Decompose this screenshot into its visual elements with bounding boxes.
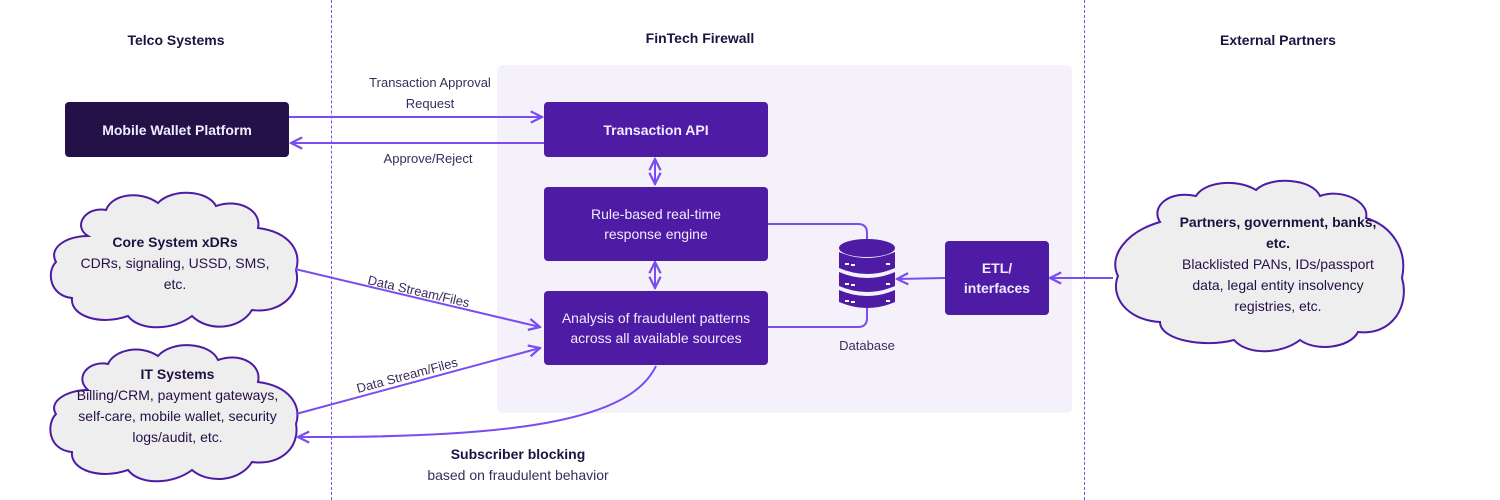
cloud-partners-title: Partners, government, banks, etc. xyxy=(1179,214,1377,251)
subscriber-blocking-body: based on fraudulent behavior xyxy=(427,467,609,483)
label-approve-reject: Approve/Reject xyxy=(383,151,473,166)
column-title-fintech: FinTech Firewall xyxy=(645,30,755,46)
label-data-stream-core: Data Stream/Files xyxy=(366,272,471,310)
label-approval-request-text: Transaction Approval Request xyxy=(369,75,491,111)
etl-interfaces-node[interactable]: ETL/ interfaces xyxy=(945,241,1049,315)
cloud-it-body: Billing/CRM, payment gateways, self-care… xyxy=(76,387,279,445)
edge-data-stream-it xyxy=(295,348,540,415)
column-title-telco: Telco Systems xyxy=(127,32,225,48)
label-data-stream-it: Data Stream/Files xyxy=(355,354,460,396)
cloud-core-system: Core System xDRs CDRs, signaling, USSD, … xyxy=(80,232,270,295)
mobile-wallet-platform-node[interactable]: Mobile Wallet Platform xyxy=(65,102,289,157)
edge-analysis-database xyxy=(768,306,868,328)
analysis-node[interactable]: Analysis of fraudulent patterns across a… xyxy=(544,291,768,365)
cloud-core-title: Core System xDRs xyxy=(112,234,238,250)
cloud-partners-shape xyxy=(1114,179,1405,353)
cloud-partners-body: Blacklisted PANs, IDs/passport data, leg… xyxy=(1182,256,1374,314)
edge-etl-database xyxy=(897,278,946,279)
cloud-it-shape xyxy=(49,344,299,483)
label-database: Database xyxy=(839,338,895,353)
cloud-core-body: CDRs, signaling, USSD, SMS, etc. xyxy=(80,255,270,292)
label-approval-request: Transaction Approval Request xyxy=(365,72,495,114)
edge-subscriber-blocking xyxy=(298,365,657,437)
label-subscriber-blocking: Subscriber blocking based on fraudulent … xyxy=(398,444,638,486)
edge-data-stream-core xyxy=(294,268,540,327)
divider-right xyxy=(1084,0,1085,500)
database-icon xyxy=(839,239,895,308)
divider-left xyxy=(331,0,332,500)
cloud-core-shape xyxy=(49,191,299,329)
column-title-external: External Partners xyxy=(1220,32,1336,48)
cloud-it-title: IT Systems xyxy=(140,366,215,382)
rule-engine-node[interactable]: Rule-based real-time response engine xyxy=(544,187,768,261)
cloud-partners: Partners, government, banks, etc. Blackl… xyxy=(1178,212,1378,317)
cloud-it-systems: IT Systems Billing/CRM, payment gateways… xyxy=(75,364,280,448)
transaction-api-node[interactable]: Transaction API xyxy=(544,102,768,157)
edge-engine-database xyxy=(768,223,868,241)
subscriber-blocking-title: Subscriber blocking xyxy=(450,446,586,462)
